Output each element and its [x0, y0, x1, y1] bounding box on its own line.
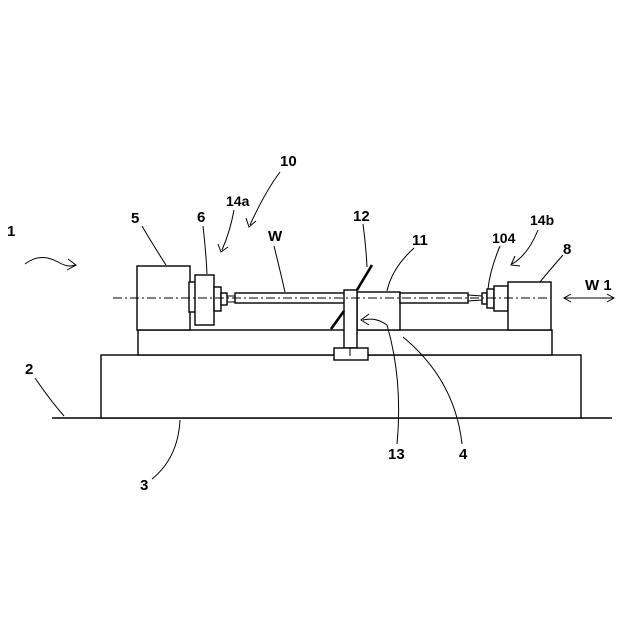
label-5: 5: [131, 210, 139, 227]
label-4: 4: [459, 446, 468, 463]
label-104: 104: [492, 230, 516, 246]
tool-column-foot: [334, 348, 368, 360]
label-1: 1: [7, 223, 15, 240]
tool-column: [344, 290, 357, 348]
tailstock-quill: [487, 289, 494, 308]
label-w1: W 1: [585, 277, 612, 294]
leader-104: [488, 246, 500, 289]
leader-12: [363, 224, 367, 267]
leader-14a: [222, 210, 234, 250]
shaft-taper: [468, 295, 482, 296]
label-11: 11: [412, 232, 428, 249]
tailstock: [508, 282, 551, 330]
leader-14b-arrowhead: [511, 256, 520, 266]
leader-2: [35, 378, 64, 416]
label-14a: 14a: [226, 193, 250, 209]
label-w: W: [268, 228, 283, 245]
cutting-blade: [331, 311, 344, 329]
machine-base: [101, 355, 581, 418]
label-10: 10: [280, 153, 297, 170]
label-12: 12: [353, 208, 370, 225]
leader-w: [274, 246, 285, 292]
leader-14b: [512, 230, 538, 264]
tailstock-collar: [494, 286, 508, 311]
label-14b: 14b: [530, 212, 554, 228]
leader-8: [540, 255, 563, 282]
label-6: 6: [197, 209, 205, 226]
leader-11: [387, 248, 414, 291]
leader-1: [25, 257, 75, 266]
leader-1-arrowhead: [67, 259, 76, 270]
leader-3: [152, 420, 180, 479]
cutting-blade: [357, 265, 372, 290]
leader-10: [250, 172, 280, 225]
tailstock-tip: [482, 293, 487, 304]
label-3: 3: [140, 477, 148, 494]
label-8: 8: [563, 241, 571, 258]
chuck-face: [214, 287, 221, 311]
chuck-nose: [221, 293, 227, 305]
leader-6: [203, 226, 207, 274]
label-13: 13: [388, 446, 405, 463]
label-2: 2: [25, 361, 33, 378]
leader-5: [142, 226, 166, 265]
chuck-body: [195, 275, 214, 325]
shaft-taper: [468, 300, 482, 301]
